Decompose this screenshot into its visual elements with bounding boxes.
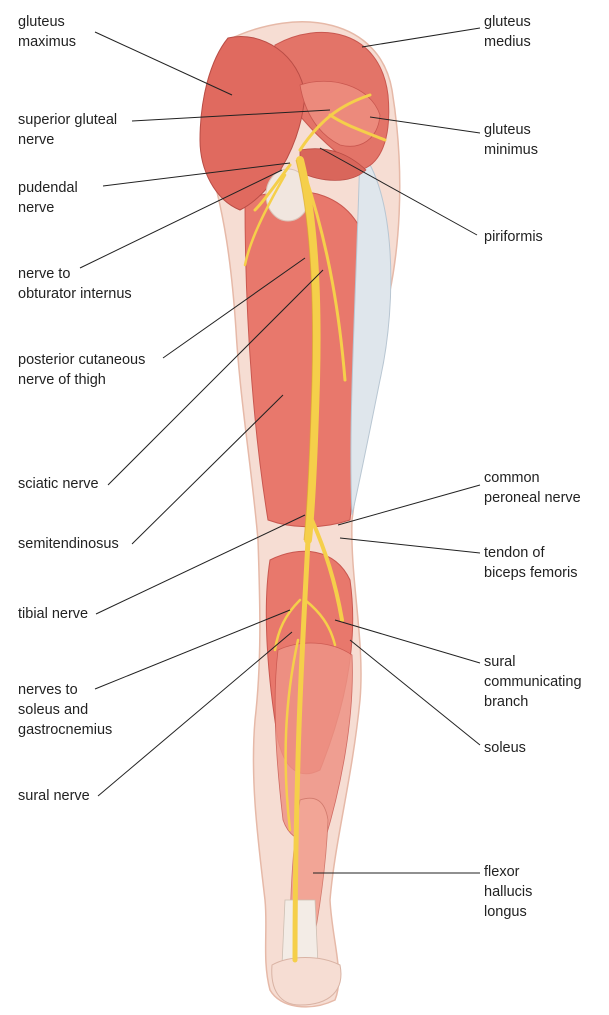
leader-common-peroneal-nerve bbox=[337, 484, 481, 526]
leader-sural-communicating-branch bbox=[334, 619, 481, 664]
common-peroneal-nerve-path bbox=[310, 518, 344, 622]
label-superior-gluteal-nerve: superior gluteal nerve bbox=[18, 112, 118, 148]
label-flexor-hallucis-longus: flexor hallucis longus bbox=[484, 864, 533, 920]
sural-nerve-path bbox=[284, 638, 300, 832]
heel bbox=[271, 957, 342, 1006]
label-sural-communicating-branch: sural communicating branch bbox=[484, 654, 582, 710]
label-semitendinosus: semitendinosus bbox=[18, 536, 119, 552]
label-tibial-nerve: tibial nerve bbox=[18, 606, 89, 622]
label-common-peroneal-nerve: common peroneal nerve bbox=[484, 470, 581, 506]
label-soleus: soleus bbox=[484, 740, 526, 756]
gluteus-maximus-muscle bbox=[199, 36, 306, 211]
leader-nerves-to-soleus bbox=[94, 609, 291, 690]
obturator-internus-nerve-path bbox=[243, 173, 287, 267]
label-tendon-biceps-femoris: tendon of biceps femoris bbox=[484, 545, 578, 581]
label-gluteus-maximus: gluteus maximus bbox=[18, 14, 77, 50]
achilles-tendon bbox=[281, 899, 319, 966]
sciatic-nerve-path bbox=[296, 156, 321, 544]
leader-tendon-biceps-femoris bbox=[339, 537, 481, 554]
piriformis-muscle bbox=[299, 148, 367, 181]
leader-superior-gluteal-nerve bbox=[131, 109, 331, 122]
leader-nerve-to-obturator-internus bbox=[79, 169, 283, 269]
label-sciatic-nerve: sciatic nerve bbox=[18, 476, 99, 492]
leader-lines bbox=[79, 27, 481, 874]
leader-gluteus-minimus bbox=[369, 116, 481, 134]
label-piriformis: piriformis bbox=[484, 229, 543, 245]
posterior-cutaneous-nerve-path bbox=[303, 173, 347, 382]
leader-posterior-cutaneous-nerve bbox=[162, 257, 306, 359]
leader-pudendal-nerve bbox=[102, 162, 291, 187]
label-gluteus-medius: gluteus medius bbox=[484, 14, 531, 50]
nerve-tree bbox=[243, 93, 387, 963]
label-sural-nerve: sural nerve bbox=[18, 788, 90, 804]
label-pudendal-nerve: pudendal nerve bbox=[18, 180, 78, 216]
label-nerve-to-obturator-internus: nerve to obturator internus bbox=[18, 266, 132, 302]
label-nerves-to-soleus: nerves to soleus and gastrocnemius bbox=[18, 682, 113, 738]
pudendal-nerve-path bbox=[253, 163, 292, 212]
label-posterior-cutaneous-nerve: posterior cutaneous nerve of thigh bbox=[18, 352, 146, 388]
hamstring-muscle-group bbox=[244, 190, 371, 528]
leader-tibial-nerve bbox=[95, 514, 306, 615]
superior-gluteal-nerve-path bbox=[298, 93, 387, 152]
leader-soleus bbox=[349, 639, 481, 746]
leader-sural-nerve bbox=[97, 631, 293, 797]
label-gluteus-minimus: gluteus minimus bbox=[484, 122, 538, 158]
iliotibial-fascia bbox=[350, 148, 392, 516]
leader-gluteus-maximus bbox=[94, 31, 233, 96]
leader-sciatic-nerve bbox=[107, 269, 324, 486]
leader-semitendinosus bbox=[131, 394, 284, 545]
leader-gluteus-medius bbox=[361, 27, 481, 48]
leader-piriformis bbox=[319, 147, 478, 236]
